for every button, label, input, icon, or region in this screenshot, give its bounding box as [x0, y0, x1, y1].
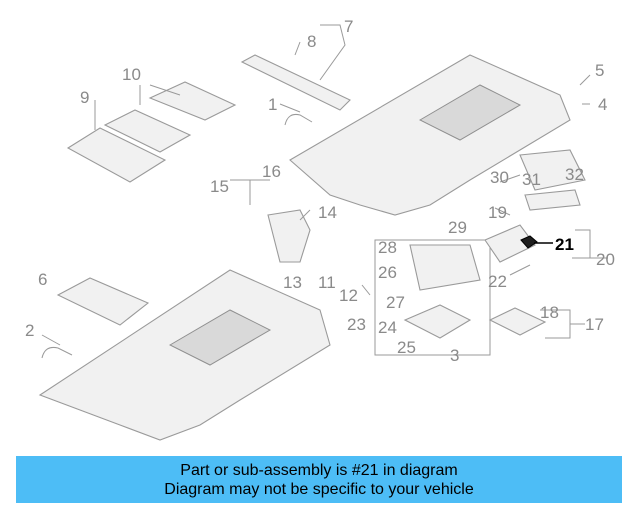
callout-8: 8: [307, 32, 316, 51]
callout-4: 4: [598, 95, 607, 114]
leader-lines: [41, 24, 608, 346]
callout-10: 10: [122, 65, 141, 84]
lamp-lens-24: [403, 304, 472, 339]
sunroof-opening-upper: [418, 84, 522, 141]
callout-22: 22: [488, 272, 507, 291]
callout-5: 5: [595, 61, 604, 80]
callout-24: 24: [378, 318, 397, 337]
lamp-33: [524, 189, 581, 211]
callout-23: 23: [347, 315, 366, 334]
headliner-lower: [38, 269, 331, 441]
callout-31: 31: [522, 170, 541, 189]
callout-6: 6: [38, 270, 47, 289]
sunroof-glass-6: [56, 277, 150, 326]
insulator-pad-10a: [103, 109, 192, 153]
callout-30: 30: [490, 168, 509, 187]
callout-27: 27: [386, 293, 405, 312]
callout-12: 12: [339, 286, 358, 305]
dome-lamp-17: [488, 307, 547, 336]
part-21-clip: [520, 235, 538, 249]
insulator-pad-10b: [148, 81, 237, 121]
parts-diagram-svg: 1 2 3 4 5 6 7 8 9 10 11 12 13 14 15 16 1…: [25, 17, 615, 441]
callout-3: 3: [450, 346, 459, 365]
callout-7: 7: [344, 17, 353, 36]
callout-26: 26: [378, 263, 397, 282]
callout-1: 1: [268, 95, 277, 114]
grab-handle-1: [284, 114, 313, 126]
callout-2: 2: [25, 321, 34, 340]
trim-panel-7: [240, 54, 351, 111]
callout-21: 21: [555, 235, 574, 254]
callout-25: 25: [397, 338, 416, 357]
insulator-pad-9: [66, 127, 167, 183]
callout-15: 15: [210, 177, 229, 196]
console-frame-20: [484, 224, 536, 263]
banner-line-1: Part or sub-assembly is #21 in diagram: [180, 462, 458, 479]
callout-19: 19: [488, 203, 507, 222]
sun-visor-13: [267, 209, 311, 263]
sunroof-opening-lower: [168, 309, 272, 366]
callout-29: 29: [448, 218, 467, 237]
callout-13: 13: [283, 273, 302, 292]
parts-diagram: 1 2 3 4 5 6 7 8 9 10 11 12 13 14 15 16 1…: [25, 17, 615, 441]
callout-11: 11: [318, 273, 336, 292]
info-banner: Part or sub-assembly is #21 in diagram D…: [16, 456, 622, 503]
callout-9: 9: [80, 88, 89, 107]
callout-14: 14: [318, 203, 337, 222]
banner-line-2: Diagram may not be specific to your vehi…: [164, 481, 474, 498]
grab-handle-2: [41, 347, 73, 359]
headliner-upper: [289, 54, 571, 216]
callout-20: 20: [596, 250, 615, 269]
callout-32: 32: [565, 165, 584, 184]
callout-28: 28: [378, 238, 397, 257]
callout-17: 17: [585, 315, 604, 334]
callout-16: 16: [262, 162, 281, 181]
overhead-console: [409, 244, 481, 291]
console-group-23: [374, 239, 491, 356]
callout-18: 18: [540, 303, 559, 322]
vanity-lamp-31: [519, 149, 586, 191]
